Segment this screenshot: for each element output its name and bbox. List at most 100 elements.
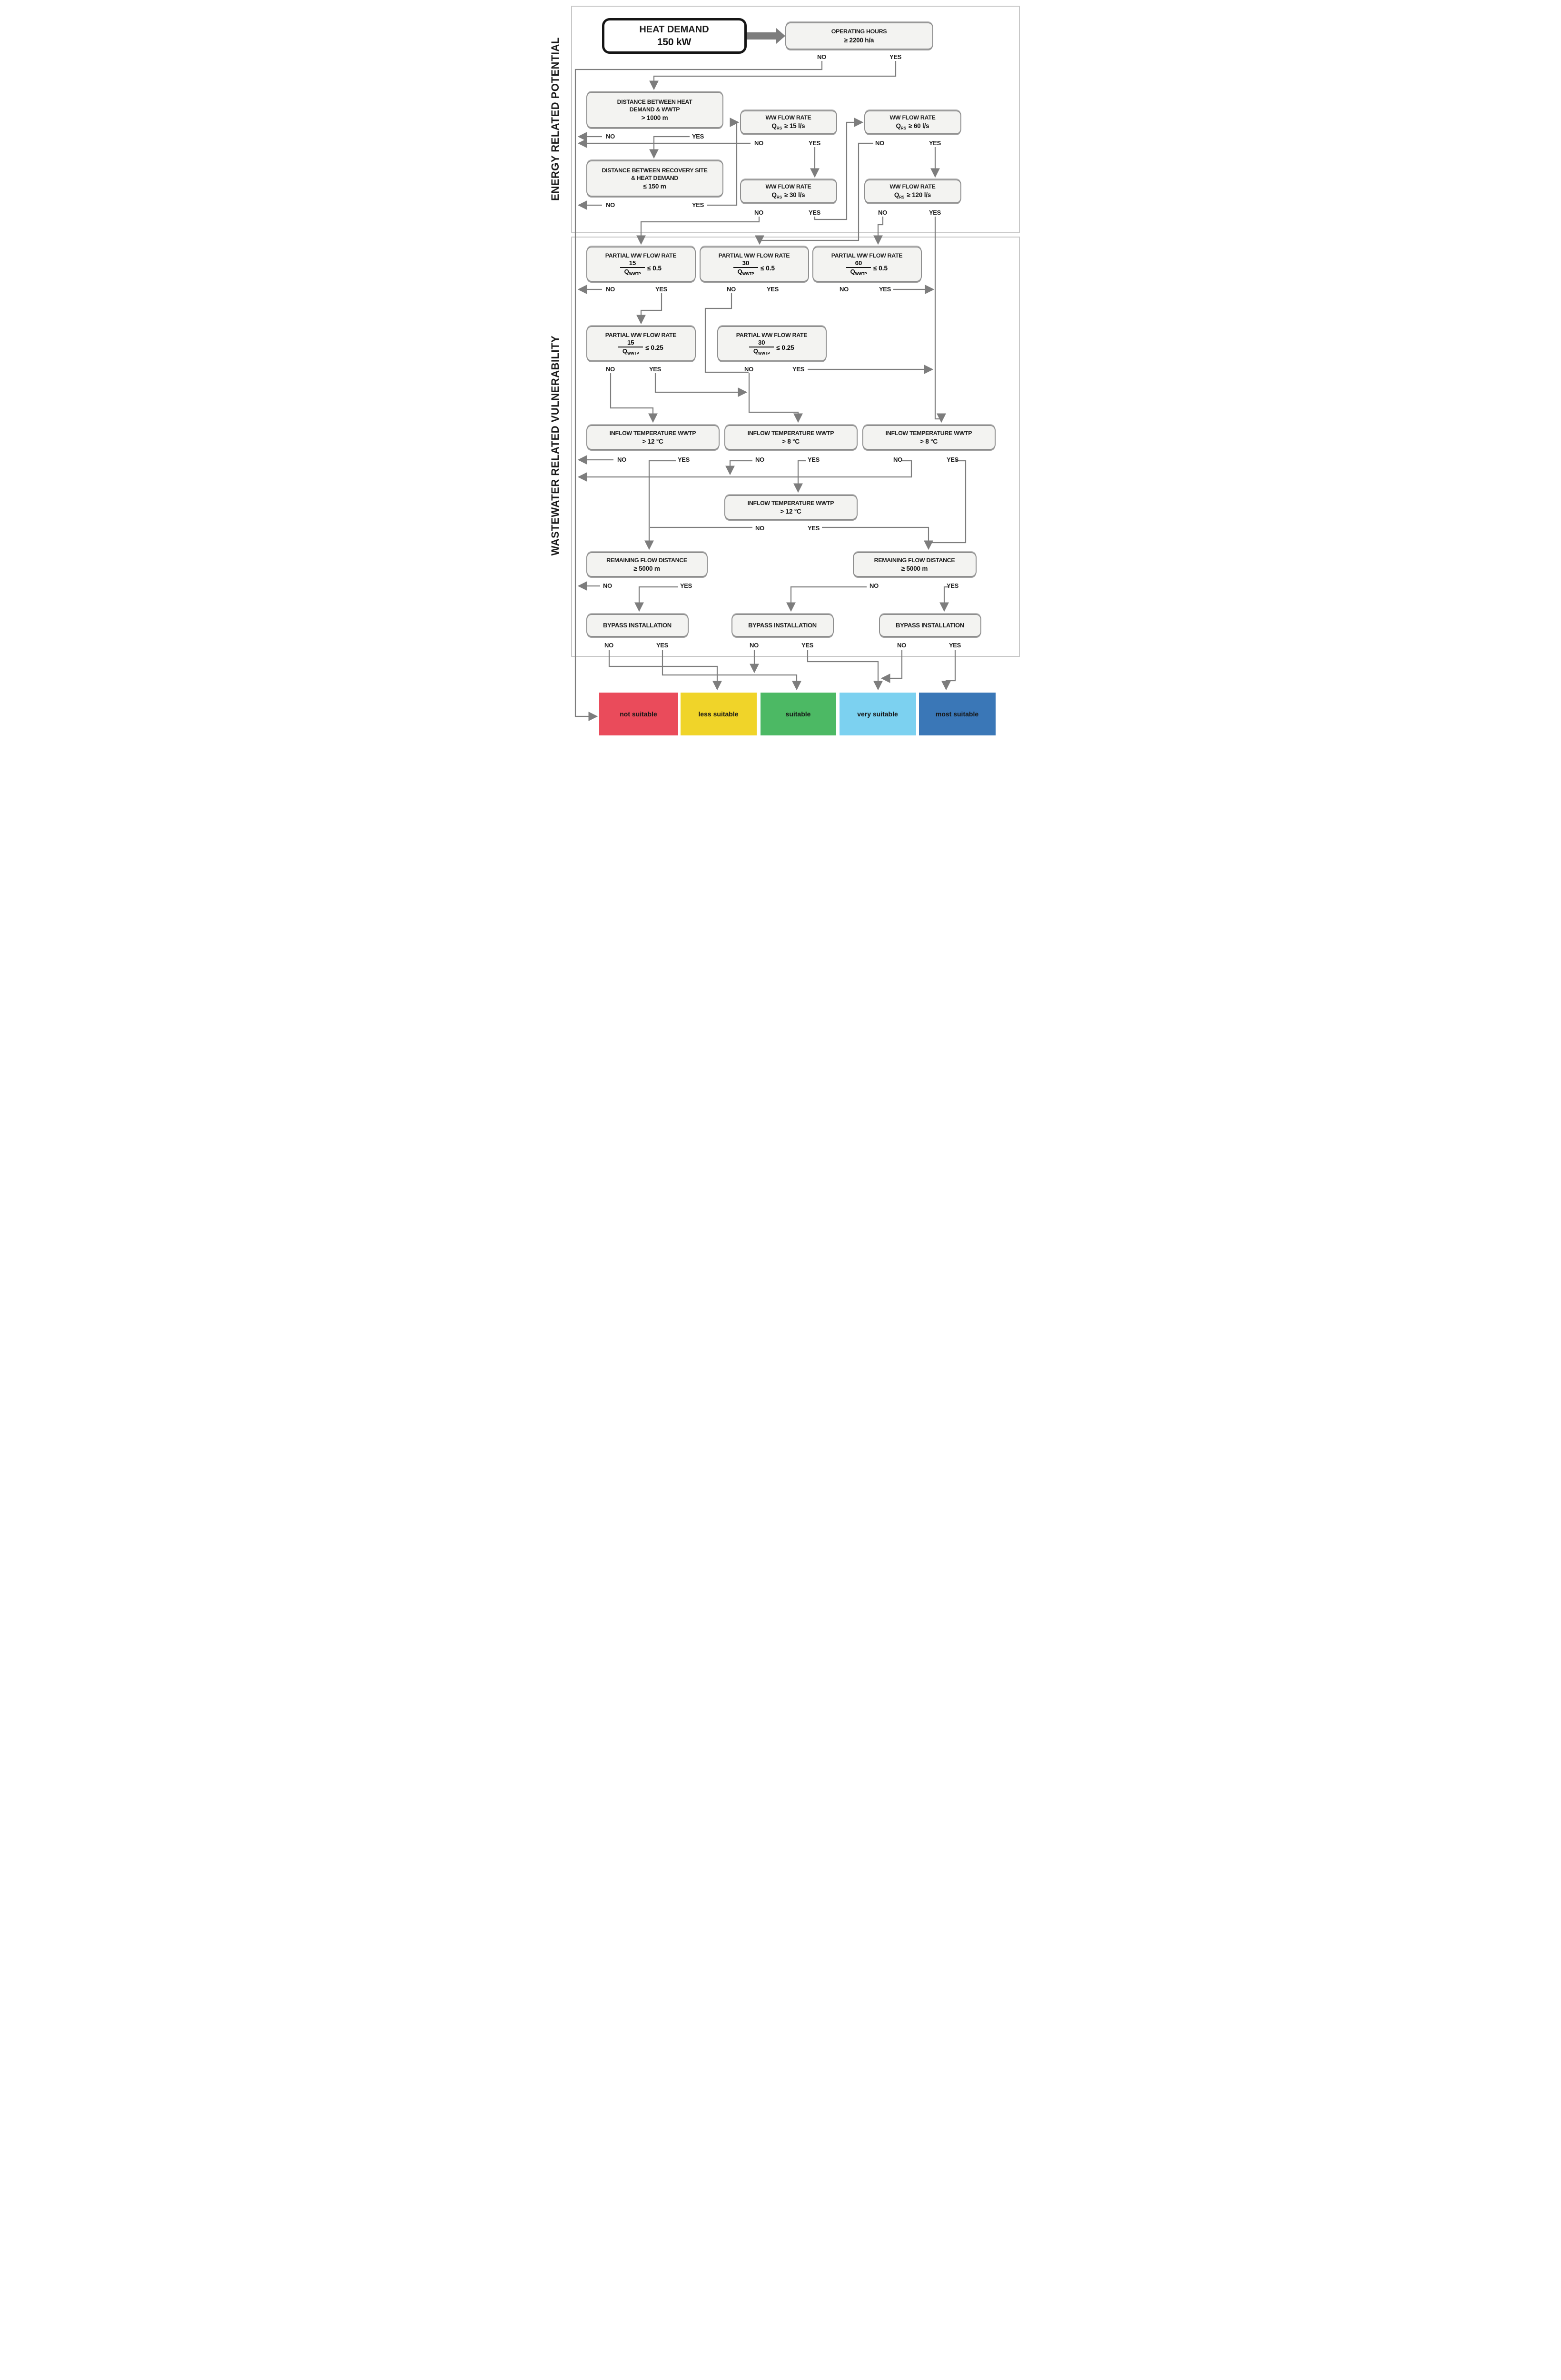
node-value: QRS≥ 60 l/s xyxy=(896,122,929,131)
node-value: QRS≥ 15 l/s xyxy=(771,122,805,131)
label-no-partial-30-025: NO xyxy=(744,366,753,373)
label-yes-inflow-mid: YES xyxy=(807,456,820,463)
label-no-bypass-mid: NO xyxy=(750,642,759,649)
node-title: INFLOW TEMPERATURE WWTP xyxy=(747,429,834,436)
outcome-not-suitable: not suitable xyxy=(599,693,678,735)
node-value: > 12 °C xyxy=(780,508,801,516)
label-yes-partial-15-05: YES xyxy=(655,286,668,293)
node-title: PARTIAL WW FLOW RATE xyxy=(605,331,677,338)
node-heat-demand: HEAT DEMAND 150 kW xyxy=(602,18,747,54)
label-yes-partial-30-05: YES xyxy=(766,286,779,293)
label-yes-distance-recovery: YES xyxy=(692,201,704,208)
label-no-ww15: NO xyxy=(754,139,763,147)
label-no-ww120: NO xyxy=(878,209,887,216)
node-title: WW FLOW RATE xyxy=(765,183,811,190)
flowchart-canvas: ENERGY RELATED POTENTIAL WASTEWATER RELA… xyxy=(541,0,1020,764)
section-title-wastewater: WASTEWATER RELATED VULNERABILITY xyxy=(549,335,561,556)
node-bypass-right: BYPASS INSTALLATION xyxy=(879,614,981,637)
node-value: QRS≥ 30 l/s xyxy=(771,191,805,200)
node-ww-flow-rate-30: WW FLOW RATE QRS≥ 30 l/s xyxy=(740,179,837,203)
node-title: DISTANCE BETWEEN RECOVERY SITE & HEAT DE… xyxy=(602,167,708,181)
node-title: REMAINING FLOW DISTANCE xyxy=(874,556,955,564)
node-ww-flow-rate-15: WW FLOW RATE QRS≥ 15 l/s xyxy=(740,110,837,134)
node-remaining-left: REMAINING FLOW DISTANCE ≥ 5000 m xyxy=(586,552,708,577)
node-title: REMAINING FLOW DISTANCE xyxy=(606,556,687,564)
label-yes-ww15: YES xyxy=(808,139,821,147)
label-no-remaining-left: NO xyxy=(603,582,612,589)
node-inflow-temp-mid: INFLOW TEMPERATURE WWTP > 8 °C xyxy=(724,425,858,450)
node-value: QRS≥ 120 l/s xyxy=(894,191,931,200)
label-no-inflow-right: NO xyxy=(893,456,902,463)
node-value: 150 kW xyxy=(657,37,692,48)
label-no-operating-hours: NO xyxy=(817,53,826,60)
label-yes-inflow-center: YES xyxy=(807,525,820,532)
node-value: ≤ 150 m xyxy=(643,182,666,190)
label-yes-partial-30-025: YES xyxy=(792,366,805,373)
node-value: ≥ 5000 m xyxy=(633,565,660,573)
node-title: DISTANCE BETWEEN HEAT DEMAND & WWTP xyxy=(617,99,692,113)
node-bypass-left: BYPASS INSTALLATION xyxy=(586,614,689,637)
node-title: INFLOW TEMPERATURE WWTP xyxy=(747,499,834,506)
label-yes-distance-demand: YES xyxy=(692,133,704,140)
section-title-energy: ENERGY RELATED POTENTIAL xyxy=(549,37,561,201)
node-title: HEAT DEMAND xyxy=(639,24,709,35)
label-no-distance-recovery: NO xyxy=(606,201,615,208)
label-yes-operating-hours: YES xyxy=(889,53,902,60)
node-distance-recovery-demand: DISTANCE BETWEEN RECOVERY SITE & HEAT DE… xyxy=(586,160,723,197)
node-value: ≥ 2200 h/a xyxy=(844,36,874,44)
node-distance-demand-wwtp: DISTANCE BETWEEN HEAT DEMAND & WWTP > 10… xyxy=(586,92,723,128)
node-title: PARTIAL WW FLOW RATE xyxy=(736,331,808,338)
label-no-partial-15-05: NO xyxy=(606,286,615,293)
label-no-inflow-center: NO xyxy=(755,525,764,532)
outcome-most-suitable: most suitable xyxy=(919,693,996,735)
label-yes-remaining-left: YES xyxy=(680,582,692,589)
node-title: INFLOW TEMPERATURE WWTP xyxy=(609,429,696,436)
node-ww-flow-rate-120: WW FLOW RATE QRS≥ 120 l/s xyxy=(864,179,961,203)
node-title: PARTIAL WW FLOW RATE xyxy=(831,252,903,259)
node-value: > 8 °C xyxy=(782,438,800,446)
label-yes-bypass-left: YES xyxy=(656,642,669,649)
node-title: PARTIAL WW FLOW RATE xyxy=(718,252,790,259)
node-ww-flow-rate-60: WW FLOW RATE QRS≥ 60 l/s xyxy=(864,110,961,134)
node-title: PARTIAL WW FLOW RATE xyxy=(605,252,677,259)
label-no-bypass-left: NO xyxy=(604,642,613,649)
node-value: > 8 °C xyxy=(920,438,938,446)
label-yes-bypass-right: YES xyxy=(948,642,961,649)
label-yes-ww120: YES xyxy=(929,209,941,216)
node-title: BYPASS INSTALLATION xyxy=(896,622,964,629)
node-operating-hours: OPERATING HOURS ≥ 2200 h/a xyxy=(785,22,933,50)
label-no-partial-30-05: NO xyxy=(727,286,736,293)
outcome-very-suitable: very suitable xyxy=(839,693,916,735)
label-yes-inflow-right: YES xyxy=(946,456,959,463)
label-yes-ww30: YES xyxy=(808,209,821,216)
node-bypass-mid: BYPASS INSTALLATION xyxy=(731,614,834,637)
label-no-inflow-left: NO xyxy=(617,456,626,463)
node-value: > 1000 m xyxy=(641,114,668,121)
node-inflow-temp-center: INFLOW TEMPERATURE WWTP > 12 °C xyxy=(724,495,858,520)
node-value: > 12 °C xyxy=(642,438,663,446)
node-value: ≥ 5000 m xyxy=(901,565,928,573)
node-title: OPERATING HOURS xyxy=(831,28,887,35)
outcome-less-suitable: less suitable xyxy=(680,693,757,735)
label-no-inflow-mid: NO xyxy=(755,456,764,463)
node-title: INFLOW TEMPERATURE WWTP xyxy=(885,429,972,436)
label-yes-bypass-mid: YES xyxy=(801,642,814,649)
label-yes-remaining-right: YES xyxy=(946,582,959,589)
node-title: BYPASS INSTALLATION xyxy=(748,622,817,629)
node-title: WW FLOW RATE xyxy=(889,114,936,121)
label-yes-inflow-left: YES xyxy=(677,456,690,463)
node-title: BYPASS INSTALLATION xyxy=(603,622,672,629)
node-inflow-temp-left: INFLOW TEMPERATURE WWTP > 12 °C xyxy=(586,425,720,450)
label-yes-partial-15-025: YES xyxy=(649,366,662,373)
label-no-remaining-right: NO xyxy=(869,582,879,589)
